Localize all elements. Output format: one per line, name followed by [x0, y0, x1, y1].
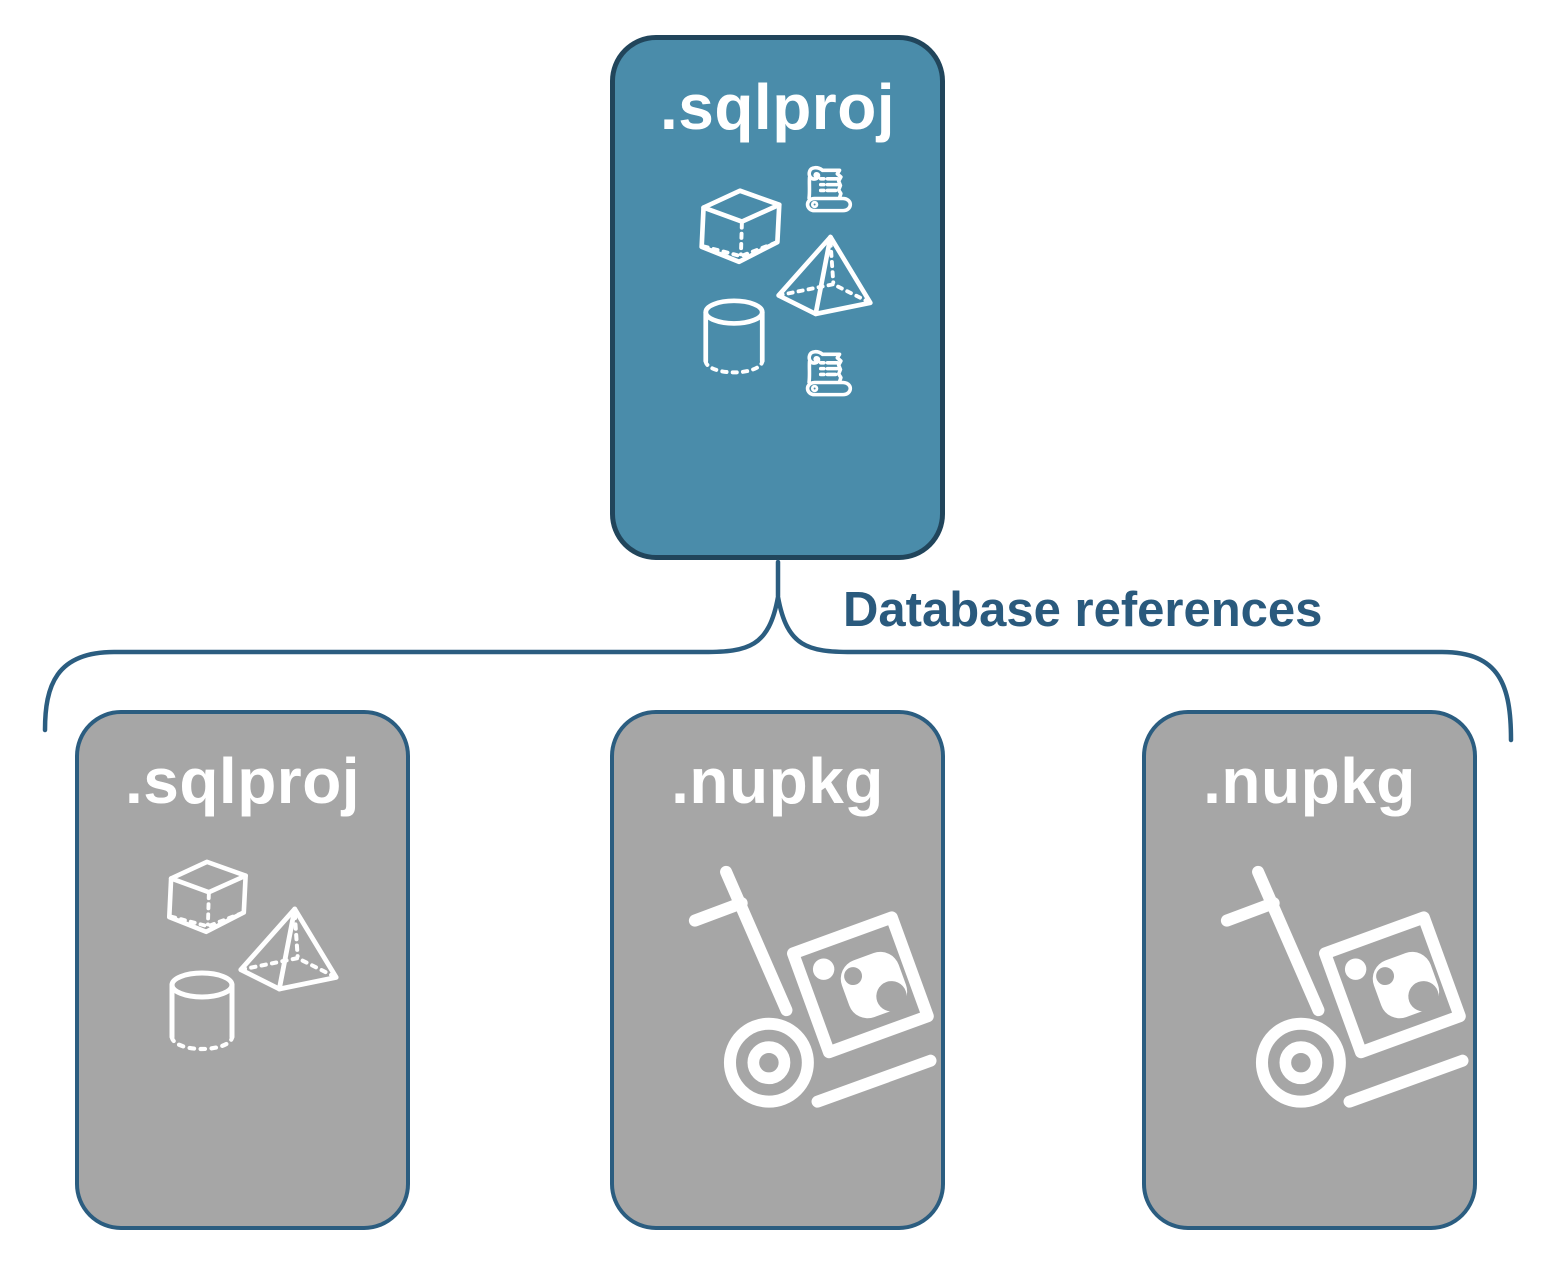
pyramid-icon: [238, 906, 339, 992]
nuget-handtruck-icon: [688, 865, 937, 1108]
database-cylinder-icon: [169, 970, 235, 1052]
root-box-sqlproj: .sqlproj: [610, 35, 945, 560]
pyramid-icon: [776, 234, 873, 317]
child-box-label: .nupkg: [671, 745, 884, 817]
sql-object-icons: [79, 714, 406, 1226]
script-scroll-icon: [805, 165, 853, 213]
nuget-icons: [1146, 714, 1473, 1226]
root-box-label: .sqlproj: [659, 71, 896, 143]
child-box-nupkg-2: .nupkg: [1142, 710, 1477, 1230]
child-box-label: .nupkg: [1203, 745, 1416, 817]
child-box-label: .sqlproj: [124, 745, 361, 817]
cube-icon: [699, 188, 782, 265]
nuget-handtruck-icon: [1220, 865, 1469, 1108]
child-box-sqlproj: .sqlproj: [75, 710, 410, 1230]
connector-label: Database references: [843, 583, 1323, 637]
script-scroll-icon: [805, 349, 853, 397]
cube-icon: [166, 859, 248, 935]
child-box-nupkg-1: .nupkg: [610, 710, 945, 1230]
sql-object-icons: [615, 40, 940, 555]
nuget-icons: [614, 714, 941, 1226]
database-cylinder-icon: [703, 298, 765, 375]
